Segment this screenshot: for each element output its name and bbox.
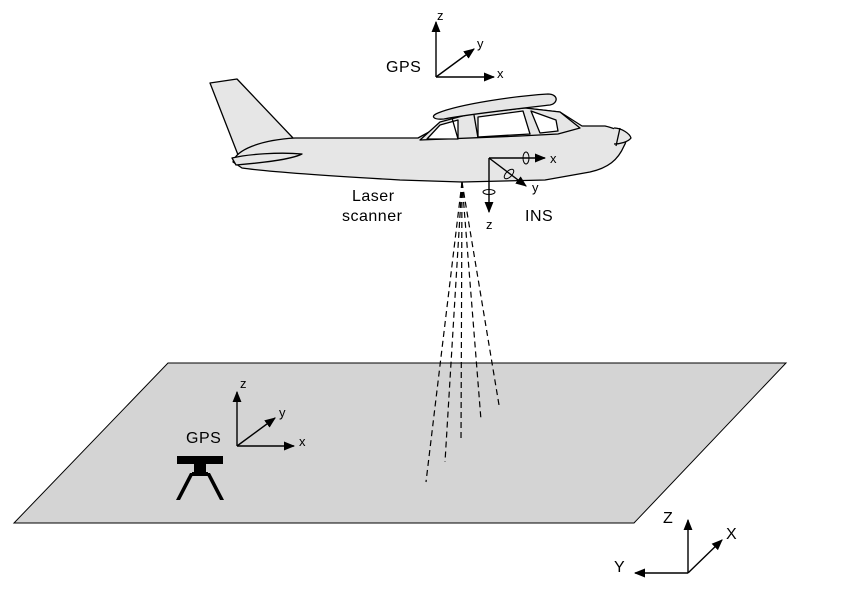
airborne-gps-x-label: x (497, 66, 504, 81)
ins-y-rotation-icon (503, 168, 515, 180)
ins-axes: x y z INS (482, 151, 557, 232)
laser-scanner-label-line1: Laser (352, 188, 395, 205)
global-z-label: Z (663, 510, 673, 527)
laser-scanner-label-line2: scanner (342, 208, 403, 225)
global-y-label: Y (614, 559, 625, 576)
airborne-gps-label: GPS (386, 59, 421, 76)
gps-tripod-icon (176, 456, 224, 500)
ground-gps-x-label: x (299, 434, 306, 449)
global-frame-axes: Z X Y (614, 510, 737, 578)
ground-gps-y-label: y (279, 405, 286, 420)
ins-label: INS (525, 208, 553, 225)
ins-y-label: y (532, 180, 539, 195)
ground-gps-z-label: z (240, 376, 247, 391)
ground-plane (12, 362, 788, 524)
ins-z-rotation-icon (482, 189, 496, 195)
global-x-label: X (726, 526, 737, 543)
ins-x-label: x (550, 151, 557, 166)
ground-gps-axes: z y x GPS (186, 376, 306, 451)
laser-beam-icon (425, 181, 500, 483)
ground-gps-label: GPS (186, 430, 221, 447)
aircraft-icon (209, 78, 632, 183)
airborne-gps-y-label: y (477, 36, 484, 51)
ins-z-label: z (486, 217, 493, 232)
airborne-gps-z-label: z (437, 8, 444, 23)
airborne-gps-axes: z y x GPS (386, 8, 504, 82)
ins-x-rotation-icon (522, 151, 530, 165)
